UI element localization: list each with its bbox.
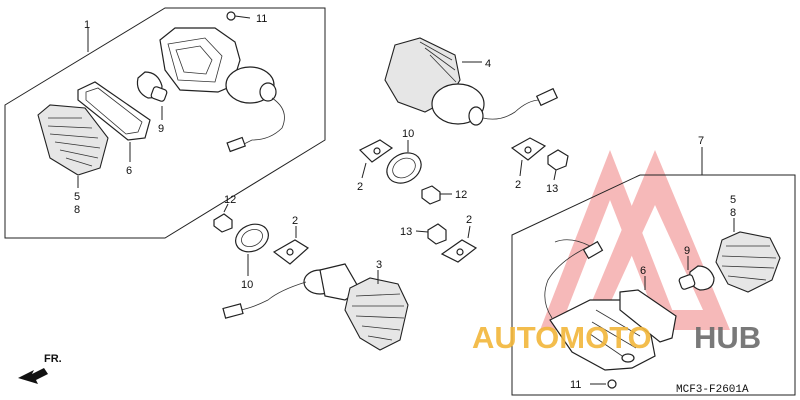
callout-2-lower-right: 2 [466,214,472,226]
callout-5-right: 5 [730,194,736,206]
callout-11-top: 11 [256,13,267,25]
front-direction-arrow: FR. [18,353,62,384]
mount-hardware-lower-left [213,203,310,276]
watermark-part2: HUB [694,320,761,355]
callout-4: 4 [485,58,491,70]
callout-labels: 1 11 9 6 5 8 4 10 2 12 2 13 12 2 10 3 13… [74,13,736,391]
callout-8-top: 8 [74,204,80,216]
bulb-front [136,71,168,120]
lens-front-left [37,104,109,188]
direction-label: FR. [44,353,62,365]
callout-10-lower: 10 [241,279,253,291]
callout-3: 3 [376,259,382,271]
callout-5-top: 5 [74,191,80,203]
screw-top [226,11,251,21]
callout-6-right: 6 [640,265,646,277]
callout-10-mid: 10 [402,128,414,140]
callout-12-mid: 12 [455,189,467,201]
rear-right-assembly-frame [511,147,796,396]
callout-1: 1 [84,19,90,31]
callout-7: 7 [698,135,704,147]
callout-13-mid: 13 [546,183,558,195]
turn-signal-housing-front-left [159,27,285,153]
mount-hardware-lower-middle [415,223,478,263]
callout-2-mid-right: 2 [515,179,521,191]
mount-hardware-middle [358,137,569,205]
callout-9-top: 9 [158,123,164,135]
callout-2-lower-left: 2 [292,215,298,227]
callout-2-mid-left: 2 [357,181,363,193]
callout-9-right: 9 [684,245,690,257]
callout-12-lower: 12 [224,194,236,206]
front-left-assembly-frame [4,7,326,239]
callout-11-bottom: 11 [570,379,581,391]
turn-signal-front-right [384,37,559,126]
watermark-text: AUTOMOTO HUB [472,320,761,355]
watermark-part1: AUTOMOTO [472,320,652,355]
callout-13-lower: 13 [400,226,412,238]
callout-6-top: 6 [126,165,132,177]
turn-signal-rear-left [222,263,409,351]
gasket-front-left [77,81,151,162]
diagram-code: MCF3-F2601A [676,384,749,396]
turn-signal-rear-right [544,218,781,389]
callout-8-right: 8 [730,207,736,219]
